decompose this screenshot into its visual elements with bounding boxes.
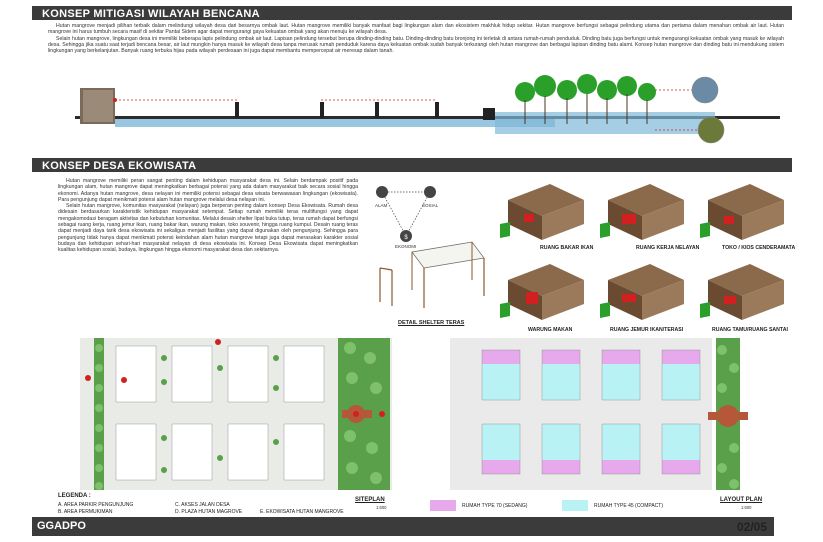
layout-plan-scale: 1:600 [741, 505, 752, 510]
legend-title: LEGENDA : [58, 493, 91, 499]
footer-brand: GGADPO [37, 520, 86, 532]
diagram-label-alam: ALAM [375, 203, 388, 208]
legend-a: A. AREA PARKIR PENGUNJUNG [58, 502, 134, 508]
legend-type70: RUMAH TYPE 70 (SEDANG) [462, 503, 528, 509]
siteplan-scale: 1:600 [376, 505, 387, 510]
house-render-kerja-nelayan [600, 184, 684, 240]
shelter-label: DETAIL SHELTER TERAS [398, 320, 465, 326]
room-label-2: RUANG KERJA NELAYAN [636, 245, 700, 251]
house-render-warung [500, 264, 584, 320]
house-render-ruang-tamu [700, 264, 784, 320]
footer: GGADPO 02/05 [32, 517, 792, 536]
siteplan-drawing [80, 338, 392, 490]
page-number: 02/05 [737, 520, 768, 534]
ekowisata-paragraph-2: Selain hutan mangrove, komunitas masyara… [58, 203, 358, 254]
svg-text:$: $ [404, 235, 408, 241]
diagram-label-ekonomi: EKONOMI [395, 244, 417, 249]
section-header-ekowisata: KONSEP DESA EKOWISATA [32, 158, 792, 172]
room-label-6: RUANG TAMU/RUANG SANTAI [712, 327, 788, 333]
house-render-bakar-ikan [500, 184, 584, 240]
legend-e: E. EKOWISATA HUTAN MANGROVE [260, 509, 344, 515]
room-label-5: RUANG JEMUR IKAN/TERASI [610, 327, 684, 333]
ekowisata-paragraph-1: Hutan mangrove memiliki peran sangat pen… [58, 178, 358, 203]
legend-swatch-type45 [562, 500, 588, 511]
coast-photo [692, 77, 718, 103]
legend-d: D. PLAZA HUTAN MAGROVE [175, 509, 243, 515]
mitigation-section-illustration [75, 74, 780, 144]
house-render-grid [500, 176, 795, 336]
house-render-jemur-ikan [600, 264, 684, 320]
mitigasi-paragraph-2: Selain hutan mangrove, lingkungan desa i… [48, 35, 784, 55]
ekowisata-text: Hutan mangrove memiliki peran sangat pen… [58, 178, 358, 254]
room-label-4: WARUNG MAKAN [528, 327, 573, 333]
siteplan-label: SITEPLAN [355, 497, 385, 503]
shelter-detail-drawing [379, 241, 485, 308]
legend-type45: RUMAH TYPE 45 (COMPACT) [594, 503, 663, 509]
nature-icon [376, 186, 388, 198]
legend-b: B. AREA PERMUKIMAN [58, 509, 113, 515]
economy-icon [400, 230, 412, 242]
legend-c: C. AKSES JALAN DESA [175, 502, 230, 508]
room-label-3: TOKO / KIOS CENDERAMATA [722, 245, 796, 251]
mitigasi-paragraph-1: Hutan mangrove menjadi pilihan terbaik d… [48, 23, 784, 36]
layout-plan-label: LAYOUT PLAN [720, 497, 763, 503]
section-header-mitigasi: KONSEP MITIGASI WILAYAH BENCANA [32, 6, 792, 20]
legend-swatch-type70 [430, 500, 456, 511]
layout-plan-drawing [430, 338, 770, 490]
ecotourism-triangle-diagram: $ [376, 186, 436, 242]
mangrove-photo [698, 117, 724, 143]
footer-band: GGADPO [32, 517, 774, 536]
diagram-label-sosial: SOSIAL [422, 203, 439, 208]
section-title: KONSEP DESA EKOWISATA [42, 160, 197, 172]
mitigasi-text: Hutan mangrove menjadi pilihan terbaik d… [48, 23, 784, 54]
house-render-toko [700, 184, 784, 240]
social-icon [424, 186, 436, 198]
room-label-1: RUANG BAKAR IKAN [540, 245, 594, 251]
section-title: KONSEP MITIGASI WILAYAH BENCANA [42, 8, 260, 20]
